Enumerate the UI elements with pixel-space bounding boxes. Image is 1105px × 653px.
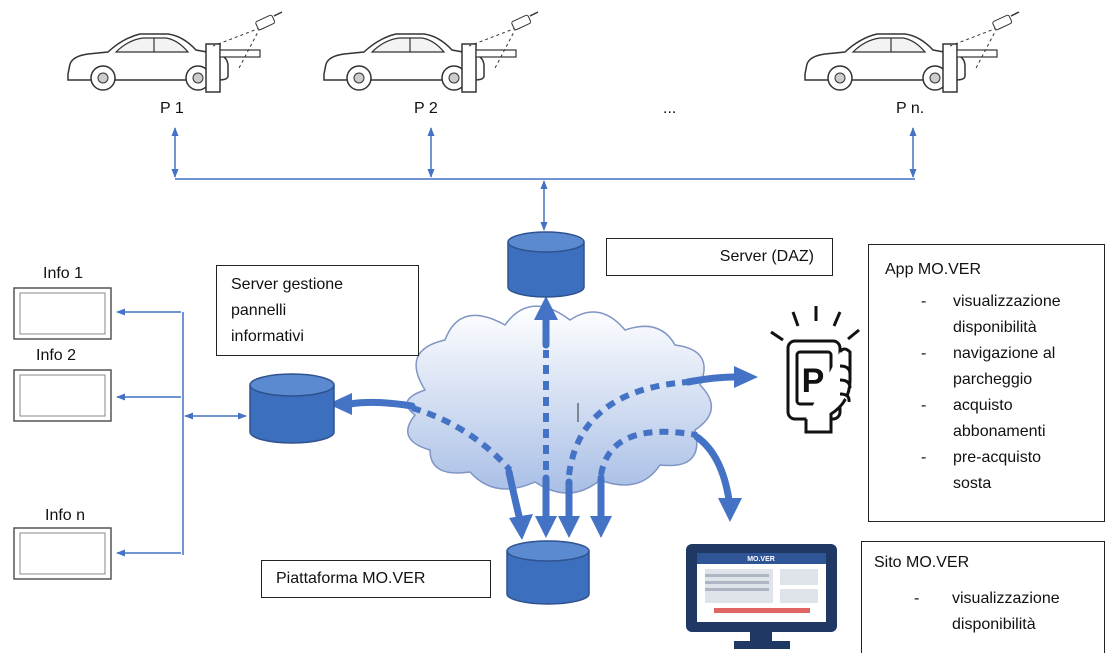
cloud-dashed-flows [411, 350, 698, 476]
cloud [406, 305, 712, 494]
server-panels-line-3: informativi [231, 328, 304, 345]
platform-box: Piattaforma MO.VER [261, 560, 491, 598]
arrow-heads [328, 296, 758, 540]
server-daz-box: Server (DAZ) [606, 238, 833, 276]
phone-parking-letter: P [802, 362, 825, 400]
parking-label-pn: P n. [896, 100, 925, 117]
monitor-brand-logo: MO.VER [747, 556, 775, 563]
info-panel-2 [13, 369, 112, 422]
app-mover-title: App MO.VER [885, 261, 982, 278]
server-panels-box: Server gestione pannelli informativi [216, 265, 419, 356]
site-mover-title: Sito MO.VER [874, 554, 970, 571]
info-label-n: Info n [45, 507, 86, 524]
platform-database [506, 540, 590, 605]
parking-label-p2: P 2 [414, 100, 438, 117]
parking-label-ellipsis: ... [663, 100, 677, 117]
parking-label-p1: P 1 [160, 100, 184, 117]
parking-car-1 [67, 11, 283, 93]
server-panels-database [249, 373, 335, 444]
platform-label: Piattaforma MO.VER [276, 570, 426, 587]
server-daz-label: Server (DAZ) [719, 248, 814, 265]
smartphone-hand-icon [770, 306, 860, 434]
flow-arrows [346, 314, 739, 524]
server-panels-line-1: Server gestione [231, 276, 344, 293]
info-bus [116, 308, 247, 557]
server-panels-line-2: pannelli [231, 302, 287, 319]
server-daz-database [507, 231, 585, 298]
info-label-2: Info 2 [36, 347, 77, 364]
info-label-1: Info 1 [43, 265, 84, 282]
parking-car-n [804, 11, 1020, 93]
monitor-icon [686, 544, 837, 649]
parking-car-2 [323, 11, 539, 93]
info-panel-n [13, 527, 112, 580]
parking-bus [171, 127, 917, 231]
info-panel-1 [13, 287, 112, 340]
